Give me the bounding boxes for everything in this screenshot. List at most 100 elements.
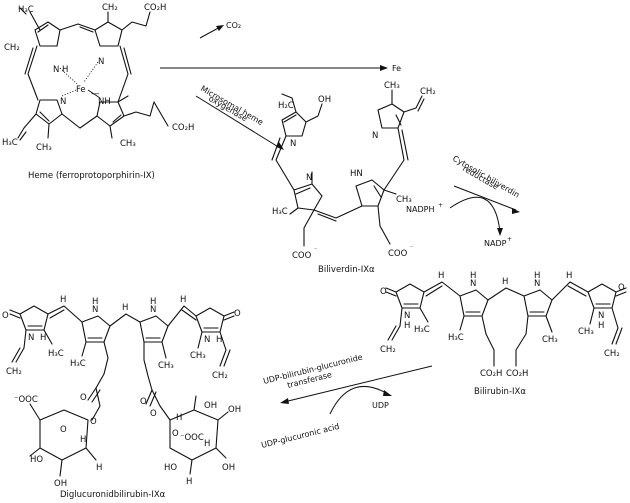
biliverdin-ch3-top: CH₃ — [384, 81, 400, 91]
heme-ch2-left: CH₂ — [4, 43, 20, 53]
heme-co2h-top: CO₂H — [144, 3, 166, 13]
biliverdin-coo-1: COO — [292, 251, 312, 261]
heme-n2: N — [98, 57, 104, 67]
diglucuronide-ch3-b: CH₃ — [190, 351, 206, 361]
diglucuronide-o-ester1b: O — [90, 417, 97, 427]
heme-n1: N — [53, 65, 59, 75]
diglucuronide-o-ester1: O — [80, 393, 87, 403]
diglucuronide-ch2-left: CH₂ — [6, 367, 22, 377]
diglucuronide-h-m3: H — [180, 295, 186, 305]
biliverdin-coo-2: COO — [388, 249, 408, 259]
diglucuronide-o-ring1: O — [60, 425, 67, 435]
diglucuronide-h2: H — [92, 297, 98, 307]
diglucuronide-n4: N — [204, 335, 210, 345]
bilirubin-ch3-b: CH₃ — [578, 327, 594, 337]
heme-co2h-bottom: CO₂H — [172, 123, 194, 133]
heme-h3c-left: H₃C — [2, 138, 18, 148]
diglucuronide-o-left: O — [2, 311, 9, 321]
diglucuronide-h3c-a: H₃C — [48, 349, 64, 359]
bilirubin-structure: O N H H N H H N H H N H O CH₂ H₃C H₃C CH… — [380, 271, 627, 397]
bilirubin-o2: O — [618, 283, 625, 293]
bilirubin-n2: N — [470, 279, 476, 289]
diglucuronide-n3: N — [150, 305, 156, 315]
bilirubin-h3: H — [534, 271, 540, 281]
diglucuronide-o-right: O — [234, 309, 241, 319]
nadph-charge: + — [438, 202, 443, 209]
bilirubin-h2: H — [470, 271, 476, 281]
diglucuronide-n2: N — [92, 305, 98, 315]
bilirubin-h3c-a: H₃C — [414, 325, 430, 335]
heme-nh: NH — [98, 97, 111, 107]
bilirubin-caption: Bilirubin-IXα — [474, 387, 526, 397]
heme-ch3-bottom: CH₃ — [36, 143, 52, 153]
diglucuronide-ch2-right: CH₂ — [212, 371, 228, 381]
diglucuronide-oh1: OH — [54, 479, 67, 489]
heme-structure: H₃C CH₂ CO₂H CH₂ N H N Fe — N NH H₃C CH₃… — [2, 3, 194, 181]
co2-label: CO₂ — [226, 21, 241, 30]
biliverdin-ch2-right: CH₂ — [420, 87, 436, 97]
diglucuronide-h3: H — [150, 297, 156, 307]
diglucuronide-coo-left: ⁻OOC — [14, 395, 38, 405]
heme-h1: H — [62, 65, 68, 75]
fe-label: Fe — [392, 64, 401, 73]
heme-n3: N — [60, 97, 66, 107]
biliverdin-coo-2-charge: ⁻ — [410, 245, 413, 252]
heme-ch2-top: CH₂ — [102, 3, 118, 13]
udp-glucuronic-label: UDP-glucuronic acid — [260, 422, 340, 450]
diglucuronide-h-s4: H — [204, 439, 210, 449]
diglucuronide-h4: H — [216, 335, 222, 345]
heme-ch3-right: CH₃ — [120, 139, 136, 149]
diglucuronide-h-m2: H — [122, 303, 128, 313]
bilirubin-n4: N — [598, 311, 604, 321]
bilirubin-h-m1: H — [438, 271, 444, 281]
diglucuronide-h-s2: H — [96, 463, 102, 473]
diglucuronide-o-ester2b: O — [150, 409, 157, 419]
reaction-ugt: UDP-bilirubin-glucuronide transferase UD… — [260, 352, 433, 450]
heme-fe-charge: — — [91, 89, 100, 99]
biliverdin-structure: H₂C OH N CH₃ N CH₂ H₃C N HN CH₃ COO ⁻ CO… — [271, 81, 436, 275]
reaction-biliverdin-reductase: Cytosolic biliverdin reductase NADPH + N… — [406, 154, 521, 248]
diglucuronide-ho2: HO — [164, 463, 177, 473]
bilirubin-ch2: CH₂ — [380, 345, 396, 355]
diglucuronide-h-s3: H — [176, 413, 182, 423]
nadp-label: NADP — [484, 239, 507, 248]
bilirubin-h-m2: H — [502, 277, 508, 287]
bilirubin-n1: N — [404, 311, 410, 321]
diglucuronide-h3c-b: H₃C — [70, 359, 86, 369]
bilirubin-n3: N — [534, 279, 540, 289]
bilirubin-co2h-b: CO₂H — [506, 369, 528, 379]
biliverdin-n-b: N — [306, 173, 312, 183]
biliverdin-hn: HN — [350, 169, 363, 179]
heme-fe: Fe — [76, 85, 86, 95]
bilirubin-ch2-right: CH₂ — [604, 349, 620, 359]
diglucuronide-o-ring2: O — [172, 429, 179, 439]
reaction-heme-oxygenase: CO₂ Fe Microsomal heme oxygenase — [160, 21, 401, 150]
diglucuronide-oh2: OH — [204, 401, 217, 411]
bilirubin-ch3-a: CH₃ — [542, 335, 558, 345]
bilirubin-o1: O — [380, 287, 387, 297]
diglucuronide-h1: H — [40, 333, 46, 343]
bilirubin-h3c-b: H₃C — [448, 333, 464, 343]
diglucuronide-caption: Diglucuronidbilirubin-IXα — [60, 490, 166, 500]
bilirubin-h1: H — [404, 321, 410, 331]
diglucuronide-structure: O N H H N H H N H H N H O CH₂ H₃C H₃C CH… — [2, 295, 241, 500]
diglucuronide-h-s5: H — [186, 477, 192, 487]
diglucuronide-o-ester2: O — [140, 397, 147, 407]
biliverdin-n-a: N — [290, 139, 296, 149]
bilirubin-h4: H — [598, 321, 604, 331]
biliverdin-caption: Biliverdin-IXα — [318, 265, 375, 275]
biliverdin-oh: OH — [318, 95, 331, 105]
diglucuronide-coo-right: ⁻OOC — [180, 433, 204, 443]
biliverdin-h2c: H₂C — [278, 101, 294, 111]
nadp-charge: + — [507, 236, 512, 243]
diglucuronide-h-m1: H — [60, 295, 66, 305]
bilirubin-h-m3: H — [566, 271, 572, 281]
heme-caption: Heme (ferroprotoporphirin-IX) — [28, 171, 155, 181]
diglucuronide-ch3-a: CH₃ — [158, 361, 174, 371]
biliverdin-coo-1-charge: ⁻ — [314, 247, 317, 254]
diglucuronide-oh4: OH — [222, 463, 235, 473]
diglucuronide-ho1: HO — [30, 455, 43, 465]
diglucuronide-oh3: OH — [228, 405, 241, 415]
diglucuronide-n1: N — [28, 333, 34, 343]
